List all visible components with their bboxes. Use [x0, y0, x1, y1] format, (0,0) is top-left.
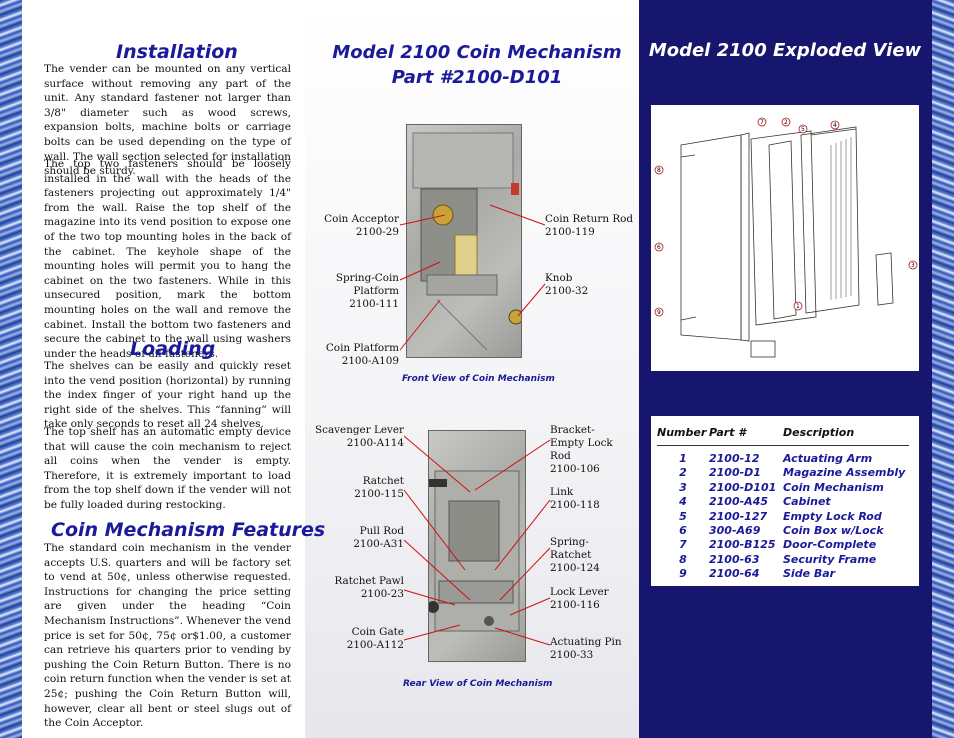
loading-heading: Loading — [130, 338, 216, 360]
exploded-view-diagram: 7 2 5 4 8 6 3 1 9 — [651, 105, 919, 371]
header-description: Description — [783, 426, 909, 446]
label-knob: Knob 2100-32 — [545, 272, 589, 297]
callout-1: 1 — [796, 303, 800, 310]
callout-9: 9 — [657, 309, 661, 316]
label-lock-lever: Lock Lever 2100-116 — [550, 586, 609, 611]
label-coin-return-rod: Coin Return Rod 2100-119 — [545, 213, 634, 238]
mechanism-title: Model 2100 Coin Mechanism Part #2100-D10… — [310, 40, 644, 90]
header-part: Part # — [709, 426, 783, 446]
exploded-view-title: Model 2100 Exploded View — [648, 40, 922, 61]
callout-4: 4 — [833, 122, 837, 129]
features-heading: Coin Mechanism Features — [51, 519, 326, 541]
left-border-texture — [0, 0, 22, 738]
front-mechanism-illustration — [412, 132, 521, 351]
rear-mechanism-illustration — [429, 470, 520, 632]
installation-heading: Installation — [116, 41, 238, 63]
label-bracket-empty-lock-rod: Bracket-Empty Lock Rod 2100-106 — [550, 424, 613, 475]
label-spring-coin-platform: Spring-Coin Platform 2100-111 — [335, 272, 399, 310]
label-pull-rod: Pull Rod 2100-A31 — [353, 525, 404, 550]
label-coin-gate: Coin Gate 2100-A112 — [346, 626, 404, 651]
label-ratchet-pawl: Ratchet Pawl 2100-23 — [334, 575, 404, 600]
callout-3: 3 — [911, 262, 915, 269]
label-ratchet: Ratchet 2100-115 — [354, 475, 404, 500]
right-border-texture — [932, 0, 954, 738]
callout-6: 6 — [657, 244, 661, 251]
features-paragraph: The standard coin mechanism in the vende… — [44, 542, 291, 730]
label-coin-acceptor: Coin Acceptor 2100-29 — [324, 213, 399, 238]
label-spring-ratchet: Spring-Ratchet 2100-124 — [550, 536, 600, 574]
label-actuating-pin: Actuating Pin 2100-33 — [550, 636, 622, 661]
mechanism-title-line-2: Part #2100-D101 — [391, 67, 563, 88]
mechanism-title-line-1: Model 2100 Coin Mechanism — [332, 42, 622, 63]
label-coin-platform: Coin Platform 2100-A109 — [325, 342, 399, 367]
header-number: Number — [657, 426, 709, 446]
front-view-caption: Front View of Coin Mechanism — [402, 374, 555, 384]
callout-7: 7 — [760, 119, 764, 126]
installation-paragraph-1: The vender can be mounted on any vertica… — [44, 63, 291, 178]
rear-view-caption: Rear View of Coin Mechanism — [403, 679, 553, 689]
callout-5: 5 — [801, 126, 805, 133]
label-link: Link 2100-118 — [550, 486, 600, 511]
exploded-diagram-drawing: 7 2 5 4 8 6 3 1 9 — [654, 117, 918, 358]
rear-view-photo — [428, 430, 526, 662]
loading-paragraph-1: The shelves can be easily and quickly re… — [44, 360, 291, 431]
installation-paragraph-2: The top two fasteners should be loosely … — [44, 158, 291, 360]
loading-paragraph-2: The top shelf has an automatic empty dev… — [44, 426, 291, 511]
callout-2: 2 — [784, 119, 788, 126]
label-scavenger-lever: Scavenger Lever 2100-A114 — [315, 424, 404, 449]
callout-8: 8 — [657, 167, 661, 174]
